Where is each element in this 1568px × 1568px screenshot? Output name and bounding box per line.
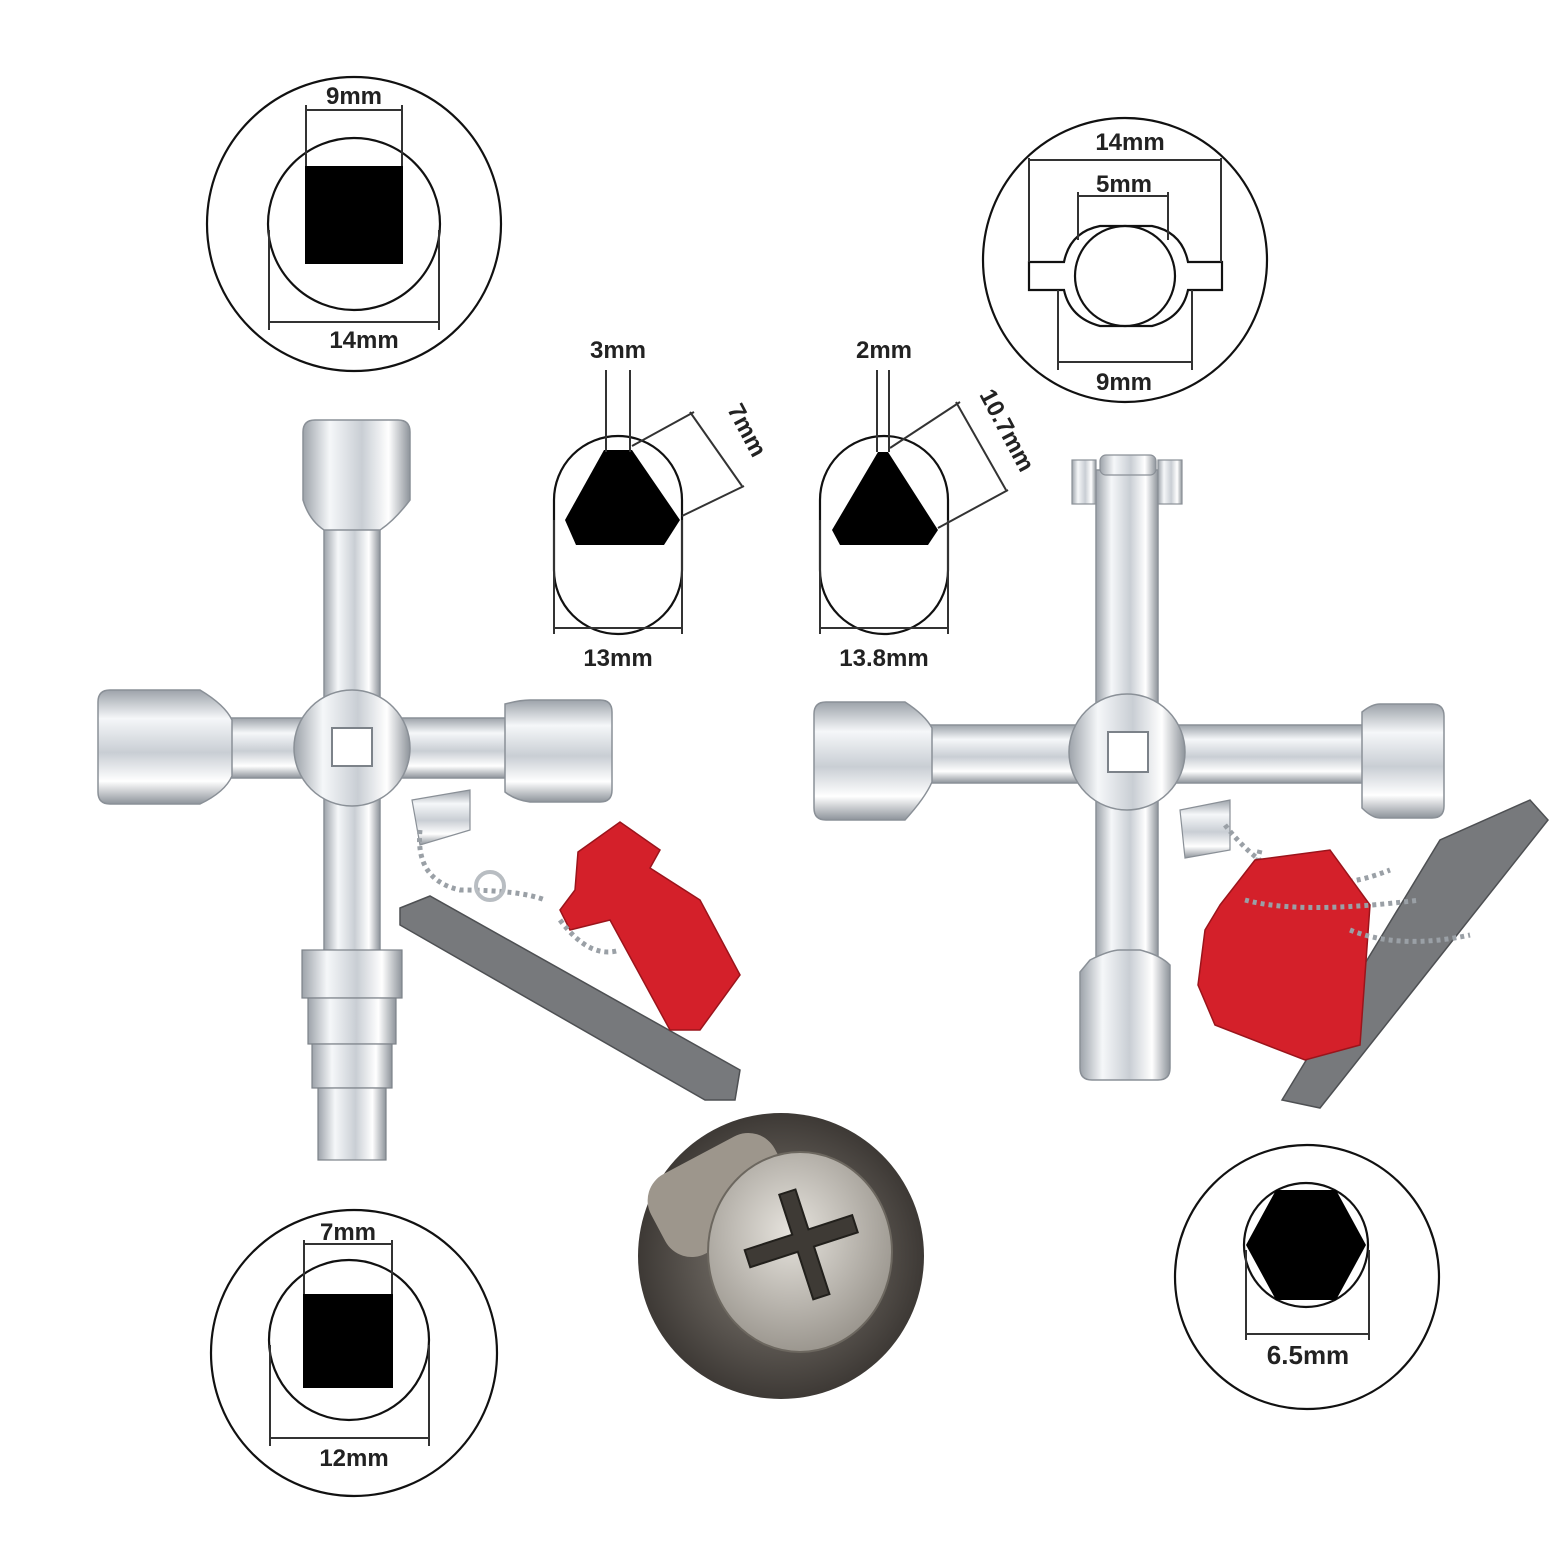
double-bit-profile: 14mm 5mm 9mm: [981, 116, 1269, 404]
dim-label-7mm-side: 7mm: [722, 399, 772, 461]
hexagon-socket-icon: [1246, 1190, 1366, 1300]
dim-label-2mm: 2mm: [856, 337, 912, 364]
dim-label-13-8mm: 13.8mm: [839, 645, 928, 672]
dim-label-13mm: 13mm: [583, 645, 652, 672]
triangle-socket-icon: [565, 450, 680, 545]
dim-label-6-5mm: 6.5mm: [1267, 1340, 1349, 1370]
cross-key-left: [97, 419, 741, 1161]
dim-label-5mm: 5mm: [1096, 171, 1152, 198]
triangle-profile-7mm: 3mm 7mm 13mm: [552, 337, 772, 672]
cross-key-right: [813, 454, 1549, 1109]
square-profile-small: 7mm 12mm: [209, 1208, 499, 1498]
dim-label-9mm-top: 9mm: [326, 83, 382, 110]
triangle-profile-10-7mm: 2mm 10.7mm 13.8mm: [818, 337, 1040, 672]
dim-label-3mm: 3mm: [590, 337, 646, 364]
dim-label-7mm-top: 7mm: [320, 1219, 376, 1246]
dim-label-9mm-bottom: 9mm: [1096, 369, 1152, 396]
phillips-cross-icon: [743, 1188, 859, 1301]
hexagon-profile: 6.5mm: [1173, 1143, 1441, 1411]
square-socket-7mm-icon: [303, 1294, 393, 1388]
phillips-screw-photo: [638, 1113, 924, 1399]
square-profile-large: 9mm 14mm: [205, 75, 503, 373]
red-adapter-right: [1197, 849, 1371, 1061]
dim-label-14mm-top: 14mm: [1095, 129, 1164, 156]
red-adapter-left: [559, 821, 741, 1031]
triangle-socket-small-icon: [832, 452, 938, 545]
dim-label-10-7mm-side: 10.7mm: [974, 385, 1040, 477]
square-socket-9mm-icon: [305, 166, 403, 264]
dim-label-14mm-bottom: 14mm: [329, 327, 398, 354]
dim-label-12mm: 12mm: [319, 1445, 388, 1472]
